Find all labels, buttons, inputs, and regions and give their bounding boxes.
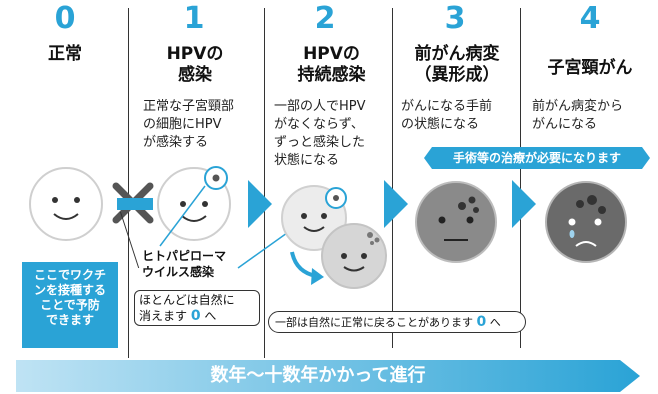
- vaccine-line: ンを接種する: [33, 283, 106, 297]
- timeline-label: 数年〜十数年かかって進行: [210, 365, 426, 386]
- virus-label-line: ヒトパピローマ: [142, 249, 227, 263]
- stage-zero-ref: 0: [190, 308, 201, 324]
- stage-title-3-line1: 前がん病変: [414, 44, 500, 64]
- normal-face-icon: [29, 167, 103, 241]
- stage-title-2: HPVの 持続感染: [274, 44, 389, 86]
- callout-line: ほとんどは自然に: [139, 293, 235, 307]
- desc-line: が感染する: [143, 135, 209, 150]
- stage-divider: [392, 8, 393, 348]
- stage-desc-4: 前がん病変から がんになる: [532, 98, 652, 134]
- stage-number-0: 0: [54, 1, 76, 36]
- stage-number-2: 2: [314, 1, 336, 36]
- stage-title-1-line1: HPVの: [166, 44, 224, 64]
- stage-number-3: 3: [444, 1, 466, 36]
- desc-line: がなくならず、: [274, 117, 364, 132]
- desc-line: 正常な子宮頸部: [143, 99, 235, 114]
- desc-line: 状態になる: [274, 153, 340, 168]
- vaccine-line: ここでワクチ: [33, 268, 106, 282]
- natural-clearance-callout: ほとんどは自然に 消えます 0 へ: [134, 290, 260, 326]
- stage-divider: [520, 8, 521, 348]
- virus-label-line: ウイルス感染: [142, 265, 215, 279]
- callout-text: へ: [200, 309, 217, 323]
- desc-line: 一部の人でHPV: [274, 99, 366, 114]
- desc-line: の状態になる: [401, 117, 480, 132]
- desc-line: がんになる手前: [401, 99, 493, 114]
- treatment-banner: 手術等の治療が必要になります: [452, 151, 621, 165]
- vaccine-line: できます: [45, 313, 94, 327]
- stage-title-4: 子宮頸がん: [547, 58, 633, 78]
- curved-arrow-head: [311, 268, 324, 285]
- stage-divider: [128, 8, 129, 358]
- stage-title-2-line2: 持続感染: [297, 65, 366, 85]
- stage-title-3: 前がん病変 （異形成）: [397, 44, 517, 86]
- stage-title-3-line2: （異形成）: [414, 65, 500, 85]
- infected-face-icon: [157, 166, 231, 241]
- virus-label: ヒトパピローマ ウイルス感染: [142, 248, 262, 280]
- blocked-x-icon: [112, 182, 154, 224]
- stage-zero-ref: 0: [476, 314, 487, 330]
- callout-line: 消えます 0 へ: [139, 308, 255, 324]
- stage-title-2-line1: HPVの: [303, 44, 360, 64]
- callout-text: 消えます: [139, 309, 191, 323]
- virus-pointer-line: [159, 185, 206, 247]
- timeline-arrow-shape: [16, 360, 640, 392]
- precancer-face-icon: [415, 181, 497, 263]
- stage-desc-1: 正常な子宮頸部 の細胞にHPV が感染する: [143, 98, 258, 152]
- progress-arrow-icon: [512, 180, 536, 228]
- desc-line: 前がん病変から: [532, 99, 624, 114]
- recovery-callout: 一部は自然に正常に戻ることがあります 0 へ: [268, 311, 526, 333]
- vaccine-line: ことで予防: [40, 298, 100, 312]
- stage-title-0: 正常: [48, 44, 82, 64]
- stage-desc-3: がんになる手前 の状態になる: [401, 98, 516, 134]
- stage-title-1-line2: 感染: [178, 65, 212, 85]
- persistent-face-small-icon: [321, 223, 387, 289]
- callout-text: 一部は自然に正常に戻ることがあります: [275, 316, 477, 329]
- progress-arrow-icon: [384, 180, 408, 228]
- desc-line: がんになる: [532, 117, 598, 132]
- stage-number-1: 1: [183, 1, 205, 36]
- vaccine-info-box: ここでワクチ ンを接種する ことで予防 できます: [22, 262, 118, 348]
- callout-text: へ: [486, 316, 501, 329]
- treatment-banner-shape: [424, 147, 650, 169]
- stage-title-1: HPVの 感染: [145, 44, 245, 86]
- cancer-face-icon: [545, 181, 627, 263]
- stage-divider: [264, 8, 265, 358]
- desc-line: の細胞にHPV: [143, 117, 222, 132]
- desc-line: ずっと感染した: [274, 135, 366, 150]
- progress-arrow-icon: [248, 180, 272, 228]
- stage-desc-2: 一部の人でHPV がなくならず、 ずっと感染した 状態になる: [274, 98, 389, 170]
- stage-number-4: 4: [579, 1, 601, 36]
